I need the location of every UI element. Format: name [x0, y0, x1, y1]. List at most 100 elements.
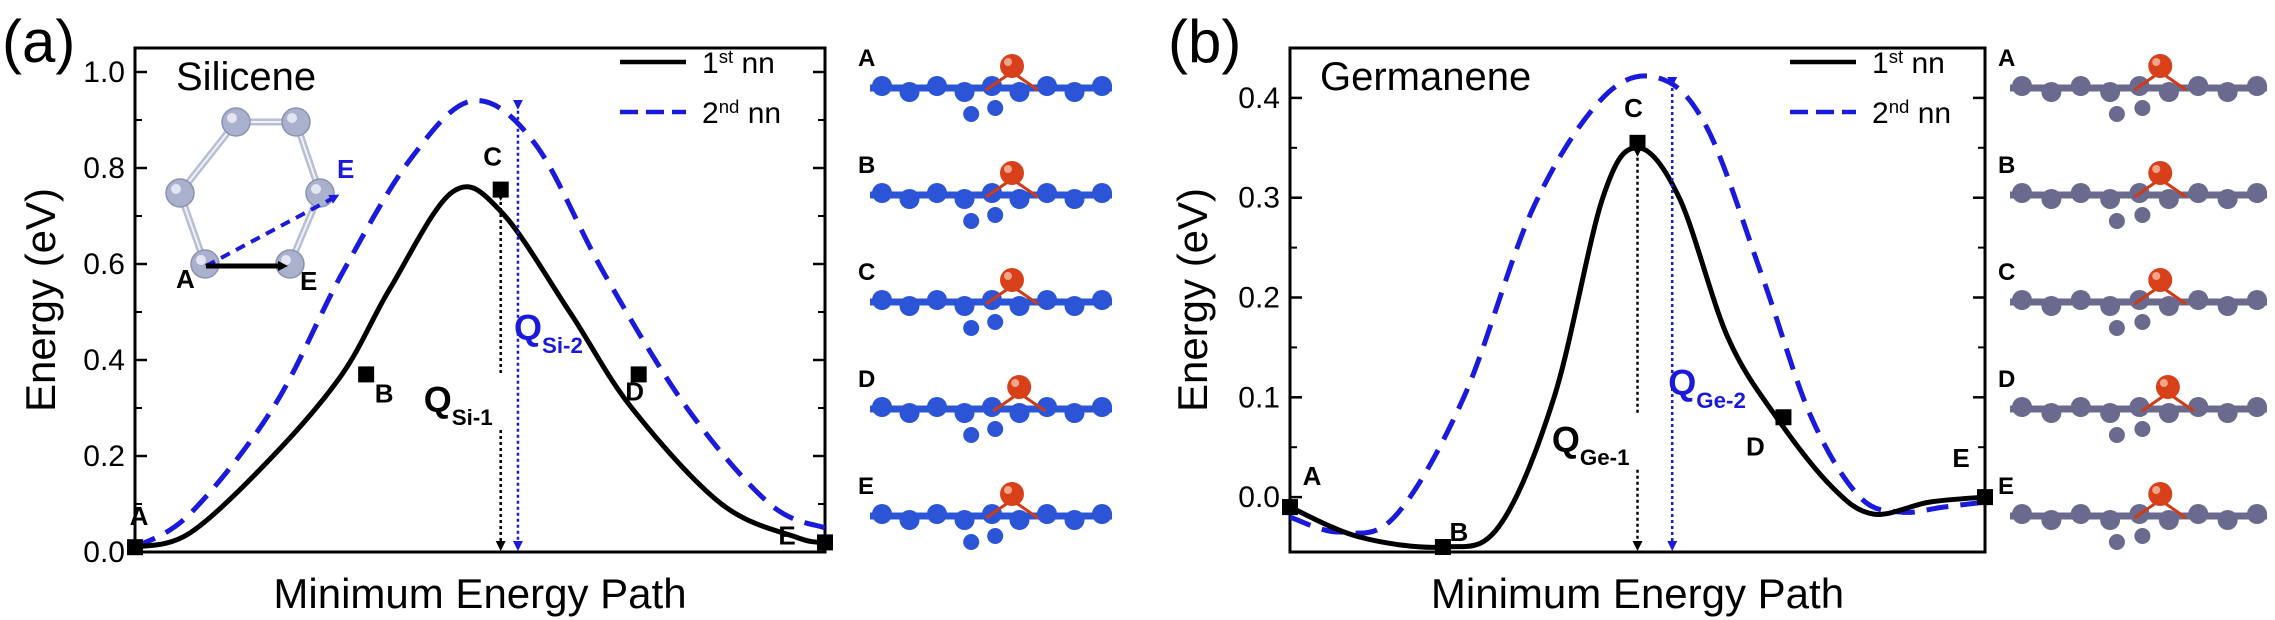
structure-sub-atom [2108, 534, 2125, 550]
structure-atom [872, 504, 892, 524]
structure-adatom-shine [1004, 165, 1012, 173]
structure-label-D: D [858, 366, 875, 393]
structure-atom [954, 510, 975, 530]
structure-sub-atom [963, 320, 980, 336]
structure-atom [927, 183, 947, 203]
structure-adatom [2148, 161, 2173, 185]
structure-atom [1009, 510, 1030, 530]
y-tick-label: 0.4 [83, 344, 125, 377]
structure-atom [954, 296, 975, 316]
structure-atom [2100, 82, 2121, 102]
x-axis-title: Minimum Energy Path [1431, 570, 1844, 617]
structure-atom [2188, 76, 2209, 96]
structure-sub-atom [2108, 427, 2125, 443]
structure-adatom-shine [2152, 58, 2161, 66]
structure-atom [2100, 296, 2121, 316]
structure-sub-atom [963, 213, 980, 229]
panel-letter: (b) [1168, 8, 1241, 75]
legend-label-1: 2nd nn [1872, 96, 1951, 131]
structure-atom [2247, 76, 2267, 96]
structure-adatom [2148, 268, 2173, 292]
point-C [1629, 134, 1646, 151]
structure-atom [954, 82, 975, 102]
structure-atom [2041, 82, 2062, 102]
structure-atom [2247, 183, 2267, 203]
structure-atom [2100, 403, 2121, 423]
structure-atom [2012, 290, 2032, 310]
structure-atom [1092, 76, 1112, 96]
structure-atom [1092, 504, 1112, 524]
structure-atom [2070, 76, 2091, 96]
structure-sub-atom [2108, 213, 2125, 229]
structure-atom [899, 296, 920, 316]
structure-atom [899, 510, 920, 530]
structure-atom [2188, 183, 2209, 203]
y-tick-label: 0.8 [83, 152, 125, 185]
y-axis-title: Energy (eV) [1169, 188, 1216, 412]
structure-adatom-shine [1011, 379, 1020, 387]
structure-adatom-shine [2152, 165, 2161, 173]
inset-label-origin: A [176, 264, 195, 294]
point-label-E: E [1952, 443, 1969, 473]
point-label-A: A [130, 501, 149, 531]
structure-atom [2247, 290, 2267, 310]
structure-atom [2012, 76, 2032, 96]
inset-2nd-nn-arrow [205, 194, 340, 268]
structure-atom [2188, 397, 2209, 417]
structure-label-B: B [1998, 152, 2015, 179]
q-first-label-bg [430, 374, 511, 428]
y-tick-label: 1.0 [83, 56, 125, 89]
structure-atom [872, 76, 892, 96]
y-tick-label: 0.6 [83, 248, 125, 281]
structure-atom [2158, 82, 2179, 102]
plot-frame [133, 46, 827, 554]
legend-label-0: 1st nn [1872, 46, 1945, 81]
structure-adatom [1000, 54, 1024, 78]
y-axis-title: Energy (eV) [17, 188, 64, 412]
point-D [630, 366, 647, 383]
point-label-B: B [375, 378, 394, 408]
structure-atom [1064, 403, 1085, 423]
legend-label-1: 2nd nn [702, 96, 781, 131]
point-A [127, 539, 143, 556]
structure-atom [2012, 183, 2032, 203]
q-first-label: QSi-1 [424, 379, 493, 430]
structure-atom [2158, 510, 2179, 530]
structure-adatom [1000, 268, 1024, 292]
structure-sub-atom [2108, 320, 2125, 336]
structure-atom [2188, 290, 2209, 310]
structure-atom [954, 403, 975, 423]
structure-sub-atom [2134, 207, 2151, 223]
structure-sub-atom [2108, 106, 2125, 122]
structure-sub-atom [987, 207, 1004, 223]
structure-atom [1037, 290, 1057, 310]
inset-atom-shine [227, 113, 237, 123]
y-tick-label: 0.2 [1238, 282, 1280, 315]
structure-atom [1009, 82, 1030, 102]
structure-atom [2129, 397, 2150, 417]
structure-adatom-shine [1004, 58, 1012, 66]
structure-atom [1064, 296, 1085, 316]
structure-sub-atom [987, 314, 1004, 330]
point-label-D: D [1746, 431, 1765, 461]
inset-label-first: E [300, 266, 317, 296]
structure-atom [1092, 397, 1112, 417]
structure-atom [1092, 290, 1112, 310]
structure-adatom-shine [1004, 486, 1012, 494]
structure-atom [872, 290, 892, 310]
structure-label-C: C [858, 259, 875, 286]
structure-atom [982, 397, 1002, 417]
structure-atom [872, 183, 892, 203]
structure-atom [2188, 504, 2209, 524]
x-axis-title: Minimum Energy Path [273, 570, 686, 617]
structure-adatom [1000, 161, 1024, 185]
structure-atom [2070, 504, 2091, 524]
structure-atom [2247, 397, 2267, 417]
point-label-E: E [778, 520, 795, 550]
structure-atom [2247, 504, 2267, 524]
structure-atom [899, 403, 920, 423]
structure-adatom-shine [1004, 272, 1012, 280]
